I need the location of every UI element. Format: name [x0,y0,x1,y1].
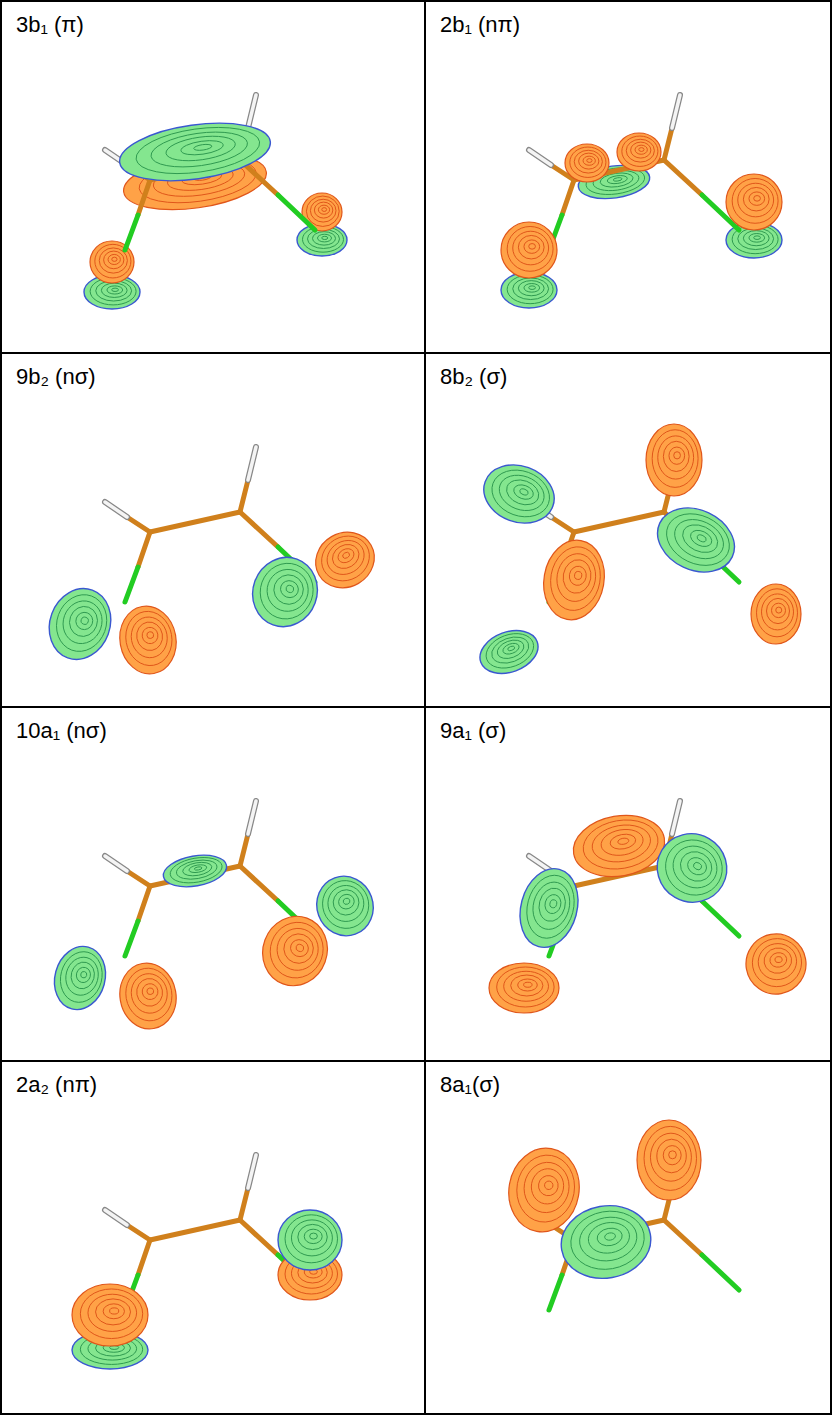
orbital-label: 9a₁ (σ) [438,718,508,744]
orbital-label: 2a₂ (nπ) [14,1072,99,1098]
orbital-panel: 2a₂ (nπ) [0,1060,426,1415]
orbital-label: 3b₁ (π) [14,12,86,38]
orbital-label: 10a₁ (nσ) [14,718,109,744]
orbital-panel: 8b₂ (σ) [424,352,832,708]
orbital-label: 9b₂ (nσ) [14,364,98,390]
orbital-panel: 9a₁ (σ) [424,706,832,1062]
orbital-panel: 2b₁ (nπ) [424,0,832,354]
orbital-panel: 10a₁ (nσ) [0,706,426,1062]
orbital-label: 2b₁ (nπ) [438,12,522,38]
orbital-panel: 3b₁ (π) [0,0,426,354]
orbital-label: 8a₁(σ) [438,1072,502,1098]
orbital-label: 8b₂ (σ) [438,364,509,390]
orbital-panel: 8a₁(σ) [424,1060,832,1415]
orbital-panel: 9b₂ (nσ) [0,352,426,708]
